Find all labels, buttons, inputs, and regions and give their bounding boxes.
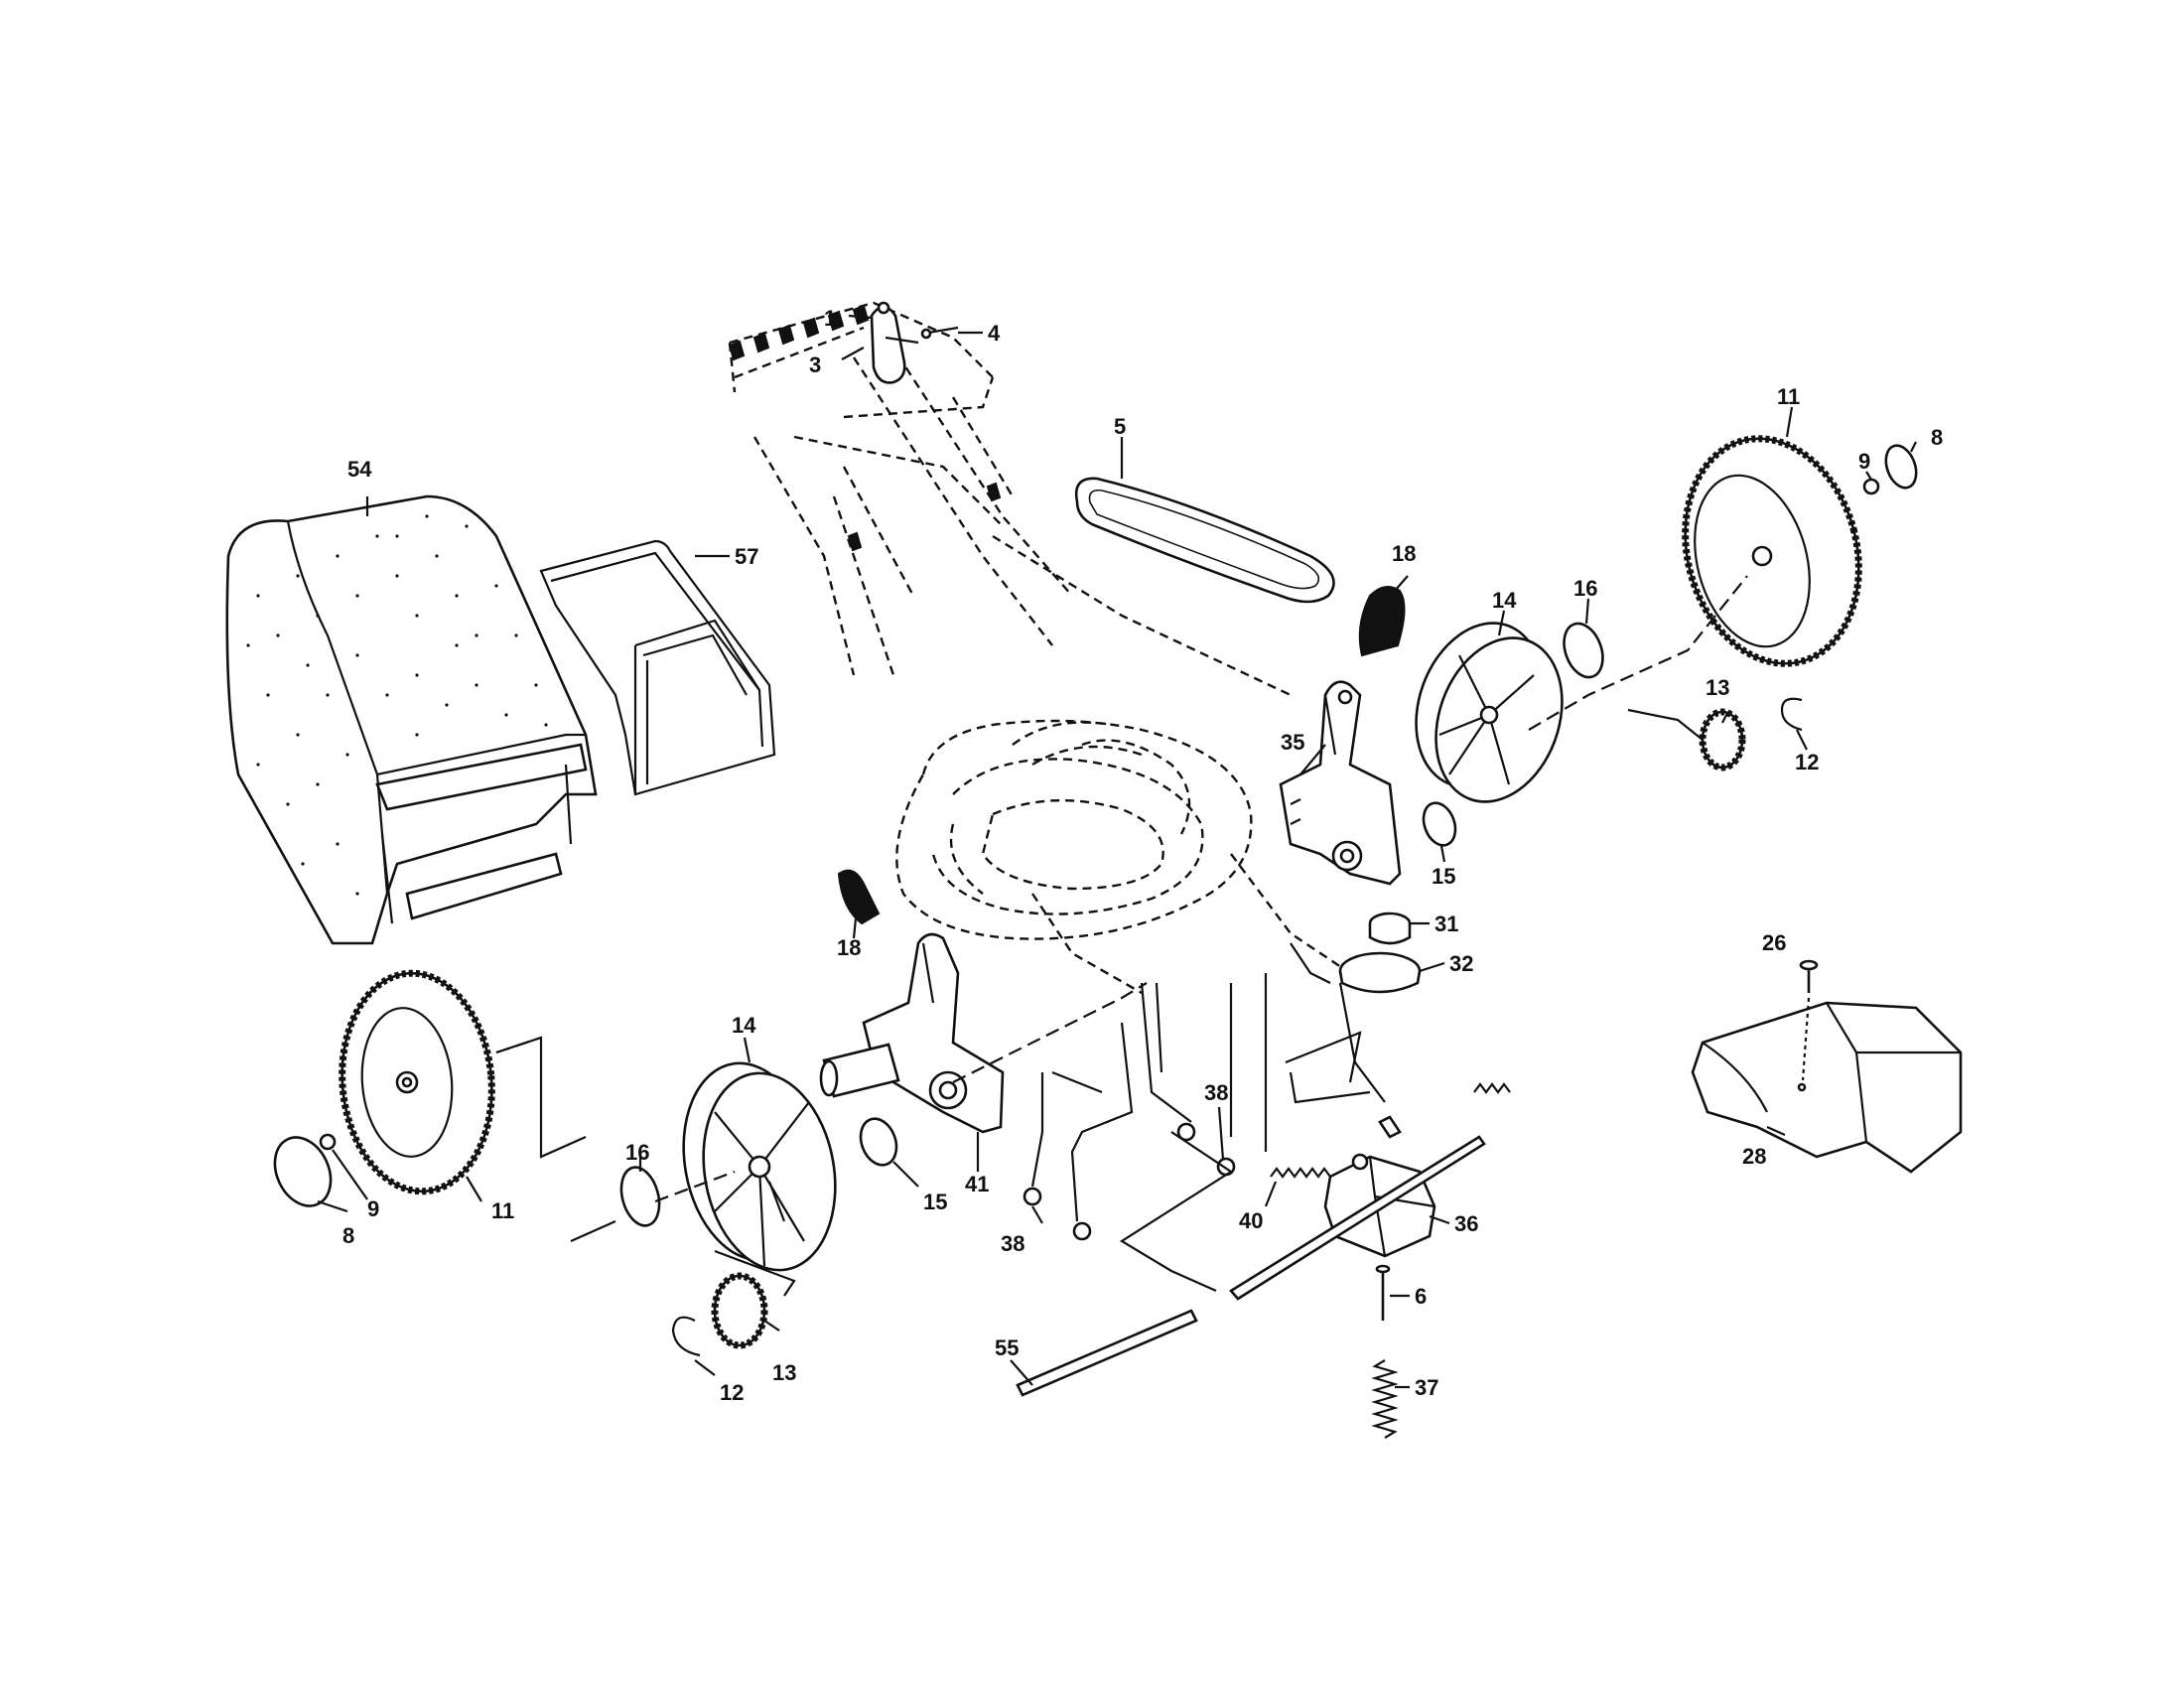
callout-15-right: 15	[1432, 864, 1455, 889]
callout-28: 28	[1742, 1144, 1766, 1169]
callout-40: 40	[1239, 1208, 1263, 1233]
callout-3: 3	[809, 352, 821, 377]
hub-left	[859, 1117, 898, 1167]
right-wheel	[1682, 435, 1862, 667]
callout-41: 41	[965, 1172, 989, 1196]
hub-right	[1422, 801, 1457, 847]
callout-37: 37	[1415, 1375, 1438, 1400]
bolt-6	[1375, 1264, 1391, 1321]
callout-labels: 1 3 4 5 54 57 18 18 14 14 16 16 11 11 9 …	[342, 306, 1943, 1405]
callout-57: 57	[735, 544, 758, 569]
callout-1: 1	[824, 306, 836, 331]
callout-12-left: 12	[720, 1380, 744, 1405]
callout-26: 26	[1762, 930, 1786, 955]
callout-35: 35	[1281, 730, 1304, 755]
washer-left	[619, 1166, 661, 1227]
callout-15-left: 15	[923, 1190, 947, 1214]
callout-12-right: 12	[1795, 750, 1819, 774]
left-height-bracket	[819, 932, 1005, 1134]
callout-38-lower: 38	[1001, 1231, 1024, 1256]
callout-36: 36	[1454, 1211, 1478, 1236]
spring-37	[1371, 1359, 1399, 1439]
nut-right	[1862, 478, 1880, 495]
bag-frame	[539, 539, 776, 796]
callout-8-right: 8	[1931, 425, 1943, 450]
callout-31: 31	[1434, 912, 1458, 936]
callout-5: 5	[1114, 414, 1126, 439]
callout-11-left: 11	[491, 1198, 514, 1223]
callout-54: 54	[347, 457, 372, 482]
callout-6: 6	[1415, 1284, 1427, 1309]
rear-skirt	[1691, 1001, 1963, 1174]
callout-55: 55	[995, 1335, 1019, 1360]
callout-18-right: 18	[1392, 541, 1416, 566]
drive-belt	[1074, 477, 1335, 604]
right-wheel-cover	[1415, 622, 1564, 803]
nut-38-a	[1176, 1122, 1196, 1142]
callout-8-left: 8	[342, 1223, 354, 1248]
mower-deck	[895, 719, 1351, 995]
washer-right	[1563, 622, 1604, 679]
hubcap-left	[273, 1136, 333, 1207]
hubcap-right	[1884, 444, 1918, 490]
nut-38-c	[1023, 1187, 1042, 1206]
left-wheel	[339, 969, 495, 1195]
callout-18-left: 18	[837, 935, 861, 960]
nut-left	[319, 1133, 337, 1151]
nut-38-d	[1072, 1221, 1092, 1241]
right-height-bracket	[1279, 680, 1402, 886]
callout-14-right: 14	[1492, 588, 1517, 613]
callout-16-left: 16	[625, 1140, 649, 1165]
part-32	[1338, 951, 1422, 994]
callout-16-right: 16	[1573, 576, 1597, 601]
screw-26	[1799, 959, 1819, 1081]
spring-40	[1270, 1167, 1331, 1179]
callout-9-left: 9	[367, 1196, 379, 1221]
part-31	[1368, 912, 1412, 945]
part-18-right	[1358, 586, 1406, 657]
clip-right	[1780, 697, 1803, 732]
part-18-left	[837, 869, 881, 925]
callout-32: 32	[1449, 951, 1473, 976]
callout-13-right: 13	[1706, 675, 1729, 700]
callout-9-right: 9	[1858, 449, 1870, 474]
callout-4: 4	[988, 321, 1001, 346]
callout-11-right: 11	[1777, 384, 1800, 409]
callout-13-left: 13	[772, 1360, 796, 1385]
clip-left	[671, 1316, 701, 1357]
handle-assembly	[728, 301, 1292, 697]
gear-left	[711, 1272, 768, 1349]
callout-38-upper: 38	[1204, 1080, 1228, 1105]
rod-55	[1016, 1309, 1198, 1397]
leader-lines	[317, 314, 1917, 1389]
gear-right	[1699, 708, 1746, 772]
transmission	[1229, 1115, 1486, 1301]
left-wheel-cover	[682, 1061, 837, 1272]
grass-bag	[225, 494, 598, 945]
spring-upper	[1473, 1082, 1511, 1094]
callout-14-left: 14	[732, 1013, 756, 1038]
